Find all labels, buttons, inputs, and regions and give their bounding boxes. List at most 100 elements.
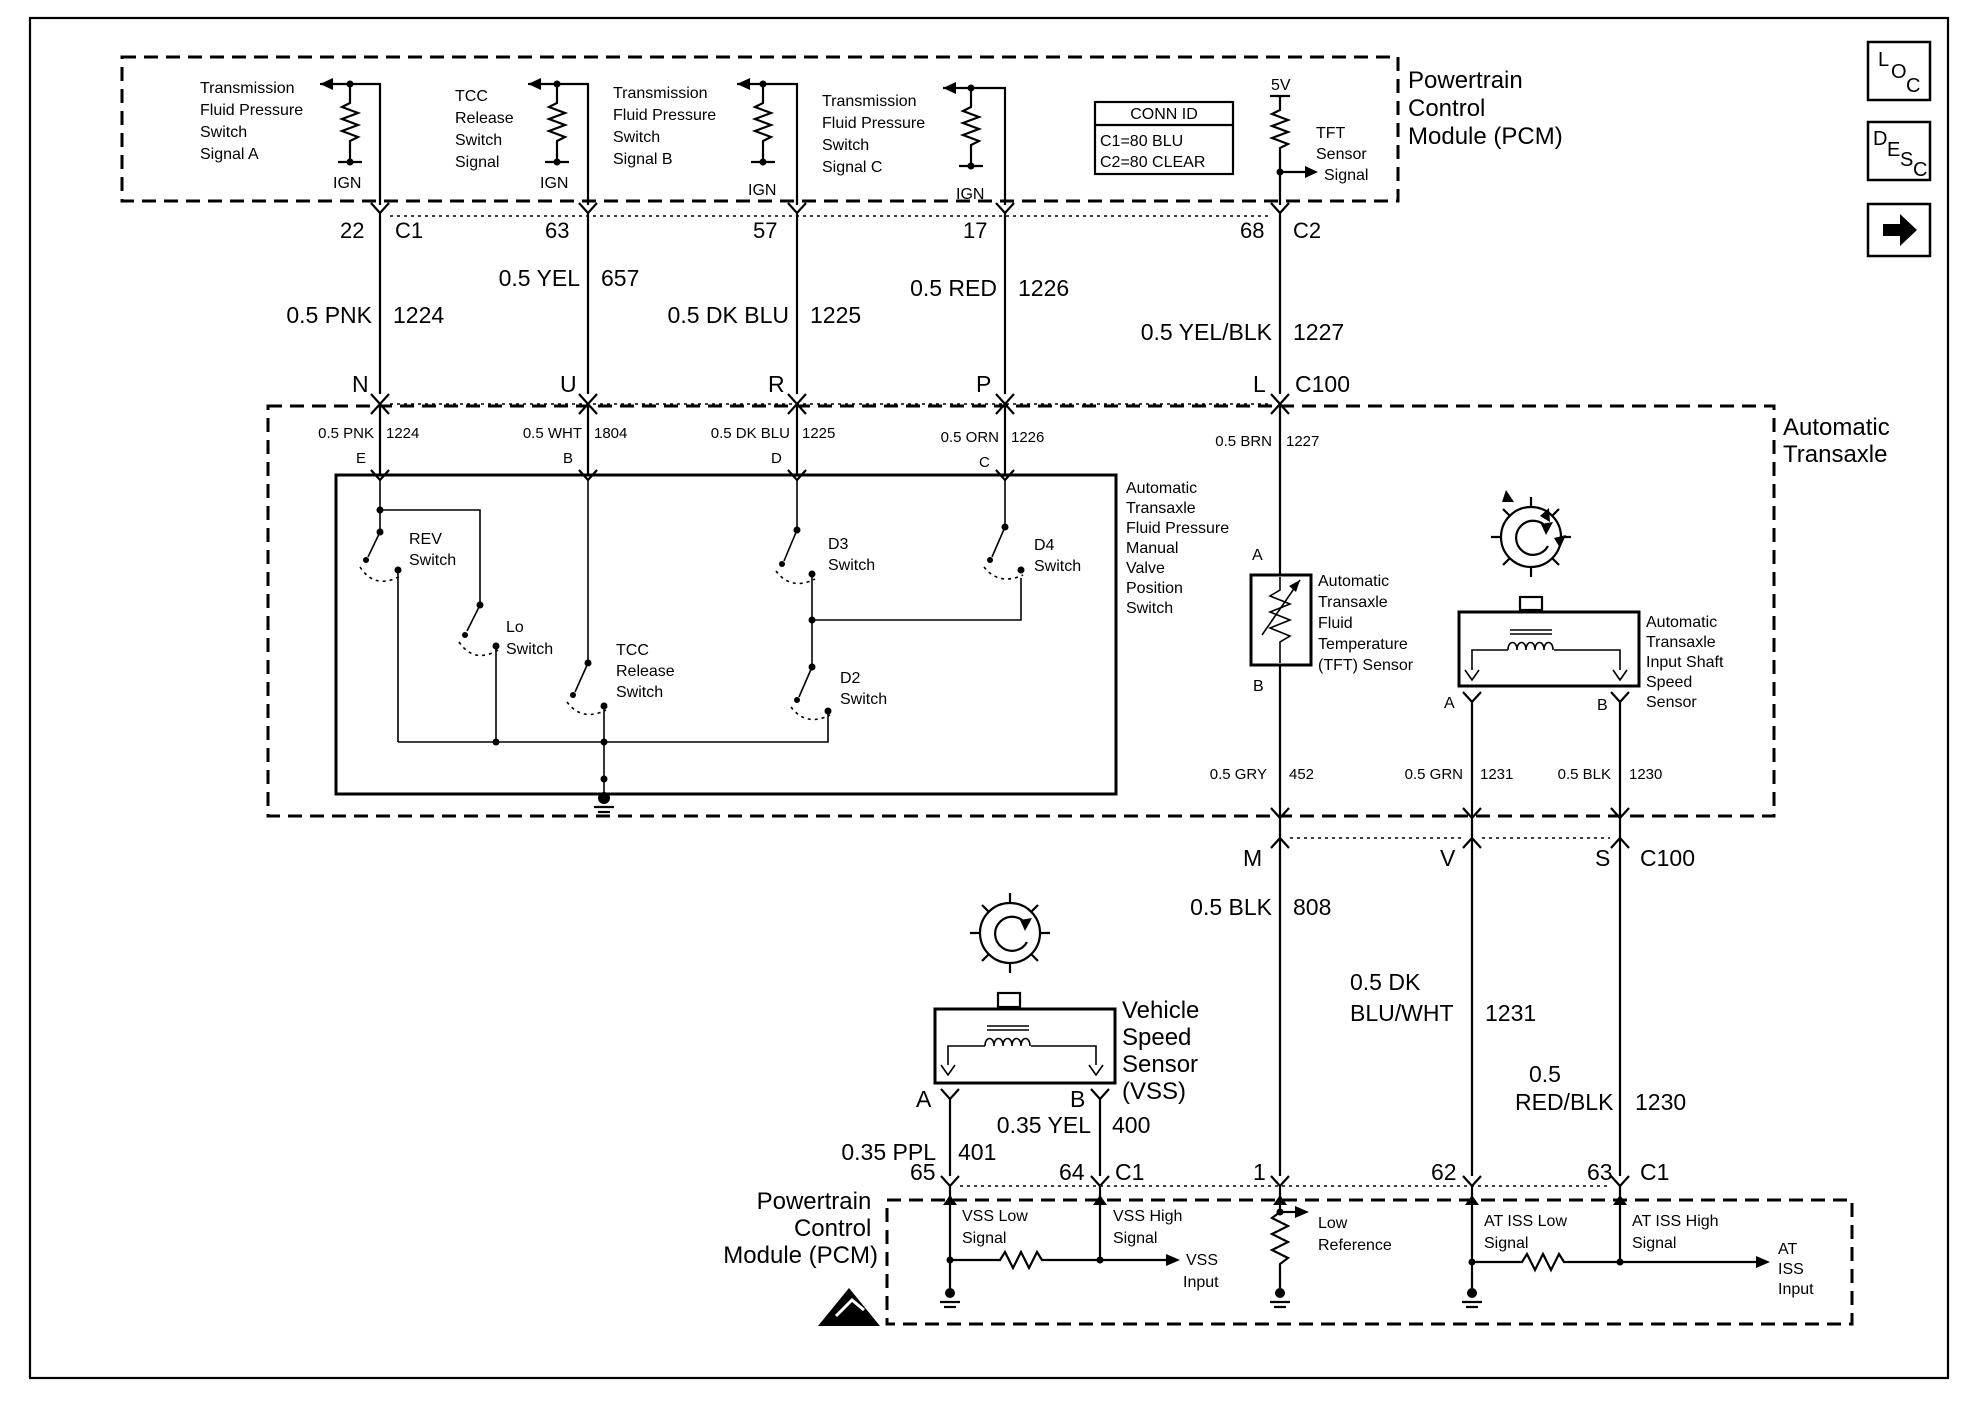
- svg-text:1231: 1231: [1485, 1000, 1536, 1026]
- svg-text:1230: 1230: [1629, 766, 1662, 783]
- svg-text:B: B: [1253, 678, 1264, 695]
- ign-label-c: IGN: [956, 186, 984, 203]
- svg-text:401: 401: [958, 1139, 996, 1165]
- tfp-a-label: Transmission Fluid Pressure Switch Signa…: [200, 80, 308, 163]
- transaxle-boundary: [266, 404, 1776, 818]
- iss-gear-icon: [1491, 490, 1571, 577]
- next-page-button[interactable]: [1866, 202, 1932, 258]
- svg-text:65: 65: [910, 1159, 936, 1185]
- svg-text:17: 17: [963, 218, 987, 243]
- svg-text:S: S: [1595, 845, 1610, 871]
- svg-text:E: E: [356, 450, 366, 467]
- svg-text:1230: 1230: [1635, 1089, 1686, 1115]
- svg-text:V: V: [1440, 845, 1456, 871]
- svg-text:62: 62: [1431, 1159, 1457, 1185]
- svg-text:0.5 ORN: 0.5 ORN: [941, 429, 999, 446]
- svg-text:A: A: [1252, 547, 1263, 564]
- input-shaft-speed-sensor: A B Automatic Transaxle Input Shaft Spee…: [1444, 490, 1728, 818]
- svg-text:C1: C1: [1115, 1159, 1144, 1185]
- tft-sensor: A B Automatic Transaxle Fluid Temperatur…: [1249, 404, 1414, 818]
- svg-text:0.5 RED: 0.5 RED: [910, 275, 997, 301]
- svg-text:1226: 1226: [1018, 275, 1069, 301]
- svg-text:CONN ID: CONN ID: [1130, 106, 1198, 123]
- tft-sensor-label: Automatic Transaxle Fluid Temperature (T…: [1318, 573, 1414, 674]
- svg-text:0.5 GRY: 0.5 GRY: [1210, 766, 1267, 783]
- svg-text:1227: 1227: [1286, 433, 1319, 450]
- svg-text:64: 64: [1059, 1159, 1085, 1185]
- iss-label: Automatic Transaxle Input Shaft Speed Se…: [1646, 614, 1728, 711]
- svg-text:1224: 1224: [393, 302, 444, 328]
- svg-text:0.5 BLK: 0.5 BLK: [1190, 894, 1272, 920]
- svg-text:C2: C2: [1293, 218, 1321, 243]
- pcm-bottom-title: Powertrain Control Module (PCM): [723, 1188, 878, 1269]
- pcm-bottom-pins: 65 64 C1 1 62 63 C1: [910, 1159, 1669, 1188]
- svg-text:0.5 DK BLU: 0.5 DK BLU: [711, 425, 790, 442]
- location-button[interactable]: L O C: [1866, 40, 1932, 102]
- svg-text:657: 657: [601, 265, 639, 291]
- svg-text:63: 63: [545, 218, 569, 243]
- switch-network: [359, 480, 1025, 790]
- manual-valve-label: Automatic Transaxle Fluid Pressure Manua…: [1126, 480, 1234, 617]
- svg-text:C2=80 CLEAR: C2=80 CLEAR: [1100, 154, 1205, 171]
- pcm-top-title: Powertrain Control Module (PCM): [1408, 67, 1563, 150]
- tfp-b-label: Transmission Fluid Pressure Switch Signa…: [613, 85, 721, 168]
- vss-label: Vehicle Speed Sensor (VSS): [1122, 997, 1206, 1105]
- pcm-tcc-signal-circuit: TCC Release Switch Signal IGN: [455, 78, 590, 205]
- svg-text:U: U: [560, 371, 577, 397]
- svg-text:0.5 BLK: 0.5 BLK: [1558, 766, 1611, 783]
- svg-text:C1=80 BLU: C1=80 BLU: [1100, 133, 1183, 150]
- pcm-top-boundary: [120, 55, 1400, 203]
- svg-text:0.35 PPL: 0.35 PPL: [841, 1139, 936, 1165]
- svg-text:1231: 1231: [1480, 766, 1513, 783]
- svg-text:D: D: [771, 450, 782, 467]
- svg-text:0.5 BRN: 0.5 BRN: [1215, 433, 1272, 450]
- svg-text:B: B: [1597, 697, 1608, 714]
- svg-text:L: L: [1878, 49, 1889, 71]
- svg-text:A: A: [1444, 695, 1455, 712]
- manual-valve-position-switch: [334, 473, 1118, 796]
- pcm-tft-signal-circuit: 5V TFT Sensor Signal: [1268, 77, 1368, 205]
- pcm-bottom-boundary: [885, 1198, 1854, 1326]
- svg-text:O: O: [1891, 61, 1907, 83]
- svg-text:0.5 GRN: 0.5 GRN: [1405, 766, 1463, 783]
- svg-text:57: 57: [753, 218, 777, 243]
- pcm-top-connector-c1-c2: 22 C1 63 57 17 68 C2: [340, 202, 1321, 243]
- diagram-frame: [28, 16, 1950, 1380]
- transaxle-title: Automatic Transaxle: [1783, 414, 1896, 468]
- svg-text:452: 452: [1289, 766, 1314, 783]
- svg-text:C: C: [1913, 159, 1927, 181]
- svg-text:0.5 PNK: 0.5 PNK: [318, 425, 374, 442]
- ign-label-tcc: IGN: [540, 175, 568, 192]
- svg-text:400: 400: [1112, 1112, 1150, 1138]
- pcm-tfp-signal-b-circuit: Transmission Fluid Pressure Switch Signa…: [613, 78, 799, 205]
- svg-text:C1: C1: [1640, 1159, 1669, 1185]
- svg-text:63: 63: [1587, 1159, 1613, 1185]
- svg-text:C1: C1: [395, 218, 423, 243]
- ign-label-b: IGN: [748, 182, 776, 199]
- svg-text:68: 68: [1240, 218, 1264, 243]
- switch-ground-icon: [594, 790, 614, 814]
- svg-text:1226: 1226: [1011, 429, 1044, 446]
- svg-text:0.5 PNK: 0.5 PNK: [286, 302, 372, 328]
- arrow-right-icon: [1883, 214, 1917, 246]
- svg-text:C100: C100: [1640, 845, 1695, 871]
- svg-text:P: P: [976, 371, 991, 397]
- svg-text:1224: 1224: [386, 425, 419, 442]
- description-button[interactable]: D E S C: [1866, 120, 1932, 182]
- svg-text:808: 808: [1293, 894, 1331, 920]
- esd-warning-icon: [818, 1288, 880, 1326]
